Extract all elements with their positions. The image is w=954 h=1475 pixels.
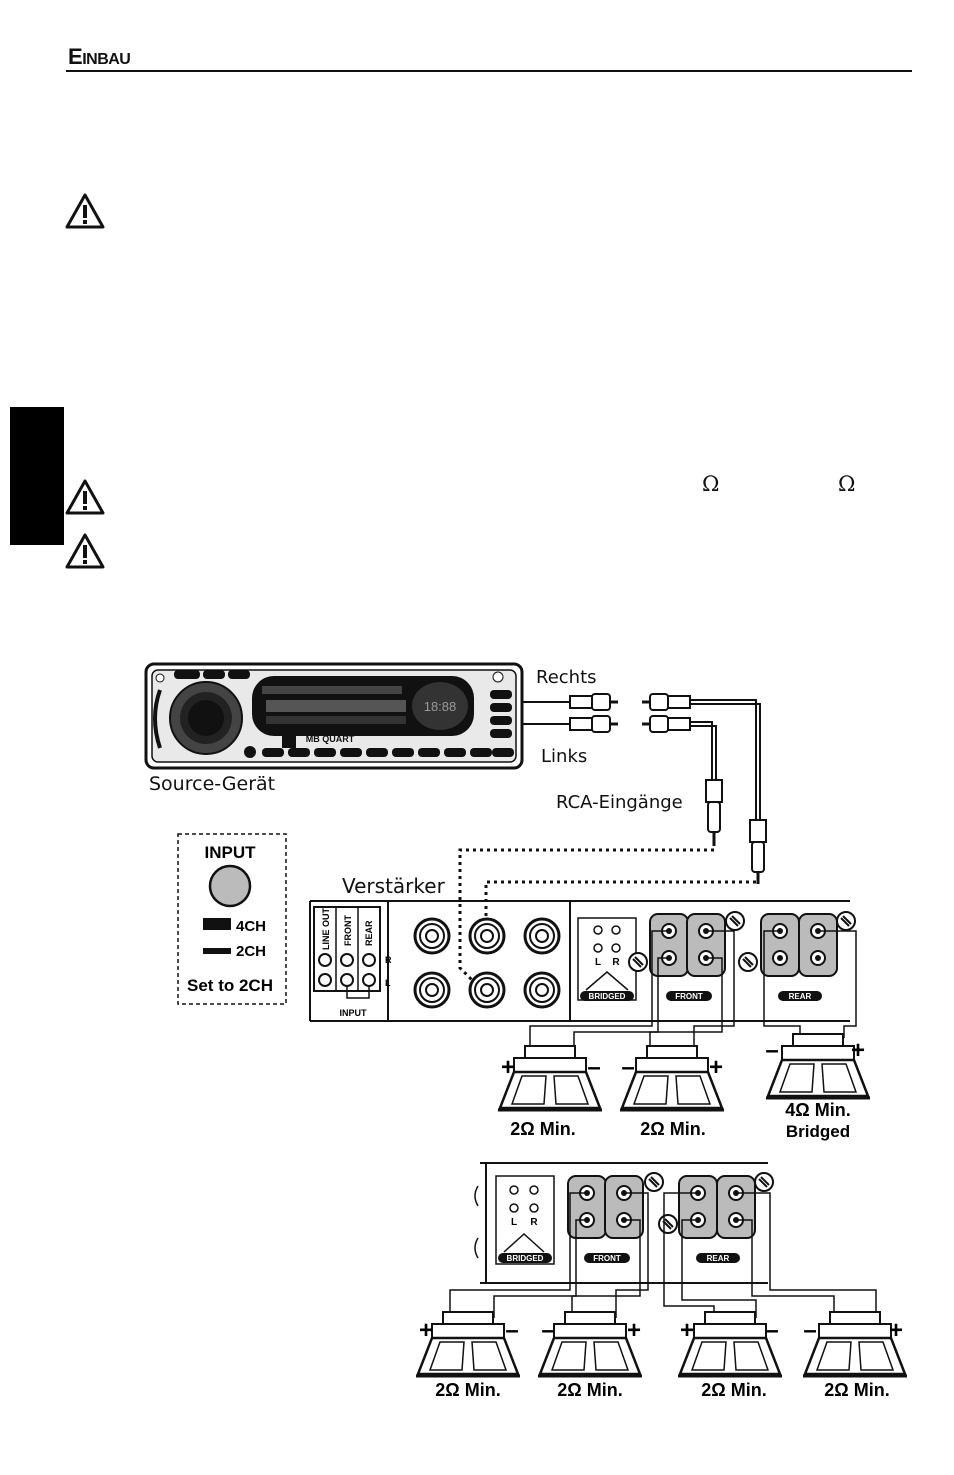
ohm-symbol: Ω (838, 472, 856, 496)
svg-text:INPUT: INPUT (340, 1008, 368, 1018)
svg-text:–: – (803, 1317, 816, 1344)
svg-text:+: + (419, 1317, 433, 1344)
svg-text:–: – (587, 1054, 600, 1081)
source-head-unit: 18:88 MB QUART (144, 662, 524, 770)
svg-text:+: + (889, 1317, 903, 1344)
speaker-impedance-label: 2Ω Min. (510, 1119, 575, 1139)
rca-inputs-label: RCA-Eingänge (556, 792, 683, 813)
speaker-impedance-label: 2Ω Min. (435, 1380, 500, 1400)
svg-text:L: L (595, 957, 601, 968)
warning-triangle-icon (65, 479, 105, 515)
svg-text:+: + (627, 1317, 641, 1344)
svg-text:BRIDGED: BRIDGED (589, 992, 626, 1001)
svg-text:REAR: REAR (707, 1254, 730, 1263)
ohm-symbol: Ω (702, 472, 720, 496)
amplifier-panel: LINE OUT FRONT REAR R L INPUT L R BRIDGE… (309, 900, 856, 1022)
radio-brand: MB QUART (306, 734, 355, 744)
speaker-impedance-label: 4Ω Min. (785, 1100, 850, 1120)
speaker-impedance-label: 2Ω Min. (640, 1119, 705, 1139)
svg-text:–: – (541, 1317, 554, 1344)
svg-text:–: – (765, 1037, 778, 1064)
svg-text:FRONT: FRONT (593, 1254, 621, 1263)
left-channel-label: Links (541, 746, 587, 767)
rca-plug-left (705, 779, 723, 846)
warning-triangle-icon (65, 533, 105, 569)
svg-text:2CH: 2CH (236, 943, 266, 960)
amplifier-panel-bottom: L R BRIDGED FRONT REAR (474, 1162, 774, 1284)
svg-text:BRIDGED: BRIDGED (507, 1254, 544, 1263)
bridged-note: Bridged (786, 1122, 850, 1141)
svg-text:18:88: 18:88 (424, 699, 457, 714)
svg-text:FRONT: FRONT (343, 915, 353, 946)
svg-text:–: – (765, 1317, 778, 1344)
page-title: EINBAU (68, 44, 131, 69)
svg-text:Set to 2CH: Set to 2CH (187, 976, 273, 995)
svg-text:REAR: REAR (789, 992, 812, 1001)
svg-text:L: L (511, 1217, 517, 1228)
language-tab (10, 407, 64, 545)
svg-text:FRONT: FRONT (675, 992, 703, 1001)
source-label: Source-Gerät (149, 773, 275, 795)
svg-text:4CH: 4CH (236, 918, 266, 935)
speaker-impedance-label: 2Ω Min. (557, 1380, 622, 1400)
svg-text:+: + (680, 1317, 694, 1344)
svg-text:REAR: REAR (364, 920, 374, 946)
svg-text:R: R (530, 1217, 538, 1228)
speaker-impedance-label: 2Ω Min. (701, 1380, 766, 1400)
rca-plug-right (749, 819, 767, 884)
right-channel-label: Rechts (536, 667, 597, 688)
warning-triangle-icon (65, 193, 105, 229)
svg-text:INPUT: INPUT (205, 843, 257, 862)
svg-text:+: + (501, 1054, 515, 1081)
speaker-impedance-label: 2Ω Min. (824, 1380, 889, 1400)
header-rule (66, 70, 912, 72)
amplifier-label: Verstärker (342, 874, 446, 898)
svg-text:+: + (851, 1037, 865, 1064)
svg-text:–: – (505, 1317, 518, 1344)
svg-text:LINE OUT: LINE OUT (321, 907, 331, 950)
input-selector-box: INPUT 4CH 2CH Set to 2CH (177, 833, 287, 1005)
svg-text:R: R (612, 957, 620, 968)
svg-text:+: + (709, 1054, 723, 1081)
svg-text:–: – (621, 1054, 634, 1081)
